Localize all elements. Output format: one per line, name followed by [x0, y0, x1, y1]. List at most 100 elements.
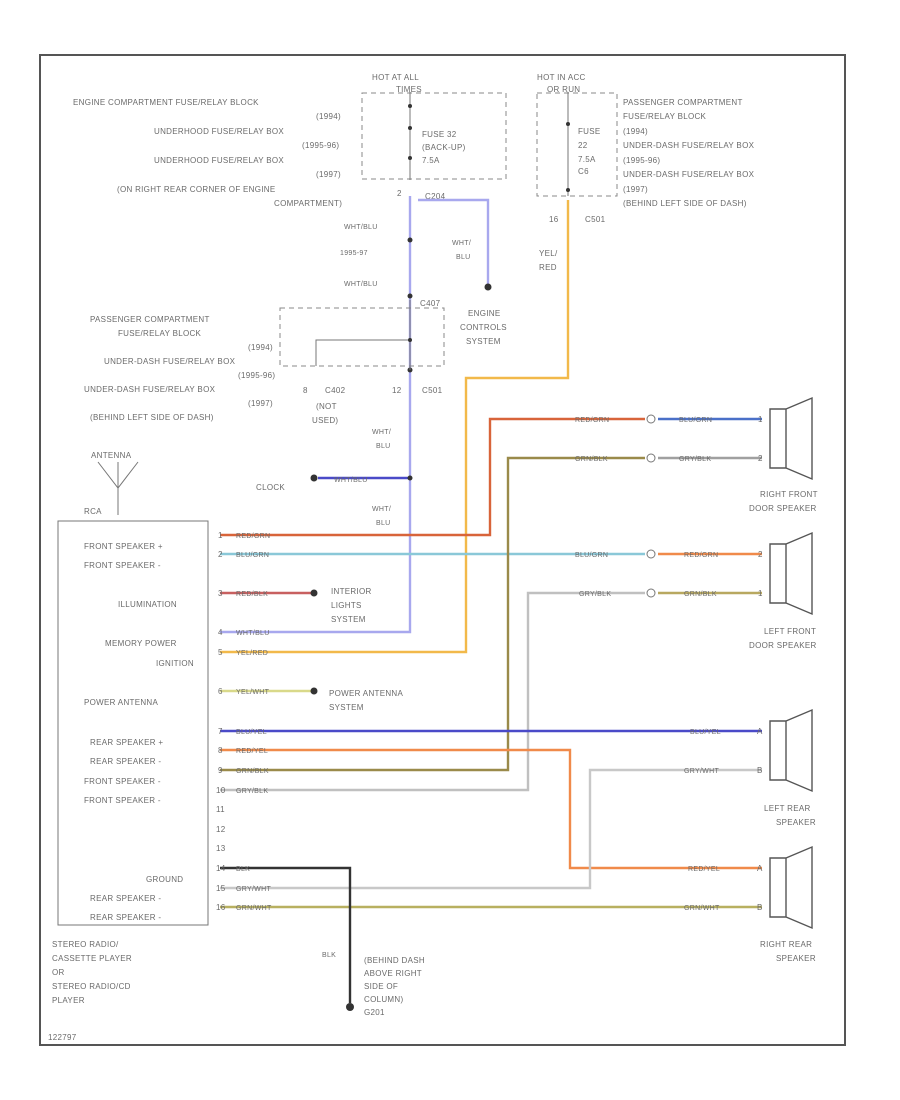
speaker-label: SPEAKER: [776, 954, 816, 963]
radio-label: FRONT SPEAKER -: [84, 561, 161, 570]
pin-number: 7: [218, 727, 223, 736]
rca-label: RCA: [84, 507, 102, 516]
location-text: UNDER-DASH FUSE/RELAY BOX: [84, 385, 216, 394]
wire-grn-blk-rf: [220, 456, 645, 772]
pin-number: 2: [218, 550, 223, 559]
wire-label: BLU/GRN: [575, 552, 608, 559]
pin-number: 12: [216, 825, 226, 834]
pin-number: B: [757, 766, 763, 775]
pin-number: A: [757, 864, 763, 873]
location-text: (BEHIND LEFT SIDE OF DASH): [623, 199, 747, 208]
radio-label: REAR SPEAKER -: [90, 757, 161, 766]
pin-number: 4: [218, 628, 223, 637]
not-used-label: (NOT: [316, 402, 337, 411]
location-text: (1997): [248, 399, 273, 408]
pin-number: 2: [758, 550, 763, 559]
fuse-line: 7.5A: [578, 155, 596, 164]
wire-label: RED/YEL: [236, 748, 268, 755]
wire-label: BLU/YEL: [236, 729, 267, 736]
pin-number: 14: [216, 864, 226, 873]
speaker-label: RIGHT REAR: [760, 940, 812, 949]
location-text: PASSENGER COMPARTMENT: [90, 315, 210, 324]
connector-id: C407: [420, 299, 441, 308]
ecs-label: ENGINE: [468, 309, 500, 318]
wire-red-yel: [220, 748, 762, 870]
wires: [220, 196, 762, 1011]
fuse-line: (BACK-UP): [422, 143, 466, 152]
pin-number: 10: [216, 786, 226, 795]
speaker-left-front: BLU/GRN RED/GRN GRY/BLK GRN/BLK 2 1 LEFT…: [575, 531, 817, 650]
location-text: (1995-96): [302, 141, 339, 150]
radio-label: ILLUMINATION: [118, 600, 177, 609]
radio-label: REAR SPEAKER -: [90, 913, 161, 922]
location-text: ENGINE COMPARTMENT FUSE/RELAY BLOCK: [73, 98, 259, 107]
fuse-line: 22: [578, 141, 588, 150]
wire-wht-blu-ecs: [418, 198, 490, 285]
wire-label: WHT/BLU: [334, 477, 368, 484]
diagram-id: 122797: [48, 1033, 77, 1042]
fuse-box-passenger-compartment: PASSENGER COMPARTMENT FUSE/RELAY BLOCK (…: [84, 300, 445, 527]
fuse-header-text-2: TIMES: [396, 85, 422, 94]
radio-label: IGNITION: [156, 659, 194, 668]
speaker-label: SPEAKER: [776, 818, 816, 827]
pin-number: A: [757, 727, 763, 736]
wire-label: GRY/BLK: [579, 591, 611, 598]
pin-number: 16: [549, 215, 559, 224]
speaker-label: DOOR SPEAKER: [749, 504, 817, 513]
speaker-left-rear: BLU/YEL GRY/WHT A B LEFT REAR SPEAKER: [684, 708, 816, 827]
location-text: UNDER-DASH FUSE/RELAY BOX: [104, 357, 236, 366]
wire-label: BLU/GRN: [236, 552, 269, 559]
pin-number: 3: [218, 589, 223, 598]
radio-unit: FRONT SPEAKER + FRONT SPEAKER - ILLUMINA…: [52, 520, 272, 1005]
interior-lights-label: LIGHTS: [331, 601, 362, 610]
wire-label: WHT/: [372, 429, 391, 436]
radio-label: REAR SPEAKER +: [90, 738, 163, 747]
radio-caption: OR: [52, 968, 65, 977]
radio-label: GROUND: [146, 875, 183, 884]
wire-blk-ground: [220, 866, 352, 1003]
speaker-right-front: RED/GRN BLU/GRN GRN/BLK GRY/BLK 1 2 RIGH…: [575, 396, 818, 513]
fuse-line: FUSE 32: [422, 130, 457, 139]
wire-gry-blk-lf: [220, 591, 645, 792]
wire-label: GRN/WHT: [684, 905, 720, 912]
wire-label: YEL/RED: [236, 650, 268, 657]
wire-label: GRN/BLK: [236, 768, 269, 775]
speaker-label: LEFT FRONT: [764, 627, 816, 636]
fuse-header-text: HOT AT ALL: [372, 73, 419, 82]
location-text: (1994): [316, 112, 341, 121]
wire-label: GRY/BLK: [679, 456, 711, 463]
location-text: FUSE/RELAY BLOCK: [623, 112, 707, 121]
fuse-location-labels-right: PASSENGER COMPARTMENT FUSE/RELAY BLOCK (…: [623, 98, 754, 208]
wire-label: GRY/BLK: [236, 788, 268, 795]
diagram-frame: [39, 54, 846, 1046]
wire-label: RED: [539, 263, 557, 272]
pin-number: 13: [216, 844, 226, 853]
fuse-box-hot-in-acc: HOT IN ACC OR RUN FUSE 22 7.5A C6 16 C50…: [536, 73, 618, 224]
pin-number: B: [757, 903, 763, 912]
wire-label: YEL/: [539, 249, 558, 258]
ground-label: ABOVE RIGHT: [364, 969, 422, 978]
location-text: (BEHIND LEFT SIDE OF DASH): [90, 413, 214, 422]
connector-id: C501: [422, 386, 443, 395]
wire-label: GRY/WHT: [684, 768, 719, 775]
radio-label: FRONT SPEAKER -: [84, 796, 161, 805]
wire-label: GRY/WHT: [236, 886, 271, 893]
radio-caption: STEREO RADIO/: [52, 940, 119, 949]
clock-label: CLOCK: [256, 483, 285, 492]
speaker-label: DOOR SPEAKER: [749, 641, 817, 650]
power-antenna-label: POWER ANTENNA: [329, 689, 403, 698]
speaker-right-rear: RED/YEL GRN/WHT A B RIGHT REAR SPEAKER: [684, 845, 816, 963]
location-text: (1994): [623, 127, 648, 136]
wire-label: RED/GRN: [575, 417, 609, 424]
location-text: PASSENGER COMPARTMENT: [623, 98, 743, 107]
radio-caption: STEREO RADIO/CD: [52, 982, 131, 991]
upper-wire-labels: WHT/BLU 1995-97 WHT/BLU WHT/ BLU ENGINE …: [340, 224, 507, 346]
ground-label: SIDE OF: [364, 982, 398, 991]
pin-number: 2: [758, 454, 763, 463]
connector-id: C501: [585, 215, 606, 224]
wire-label: BLK: [322, 952, 336, 959]
wire-label: RED/GRN: [236, 533, 270, 540]
antenna-label: ANTENNA: [91, 451, 132, 460]
wire-yel-red: [220, 200, 570, 654]
location-text: UNDERHOOD FUSE/RELAY BOX: [154, 127, 284, 136]
